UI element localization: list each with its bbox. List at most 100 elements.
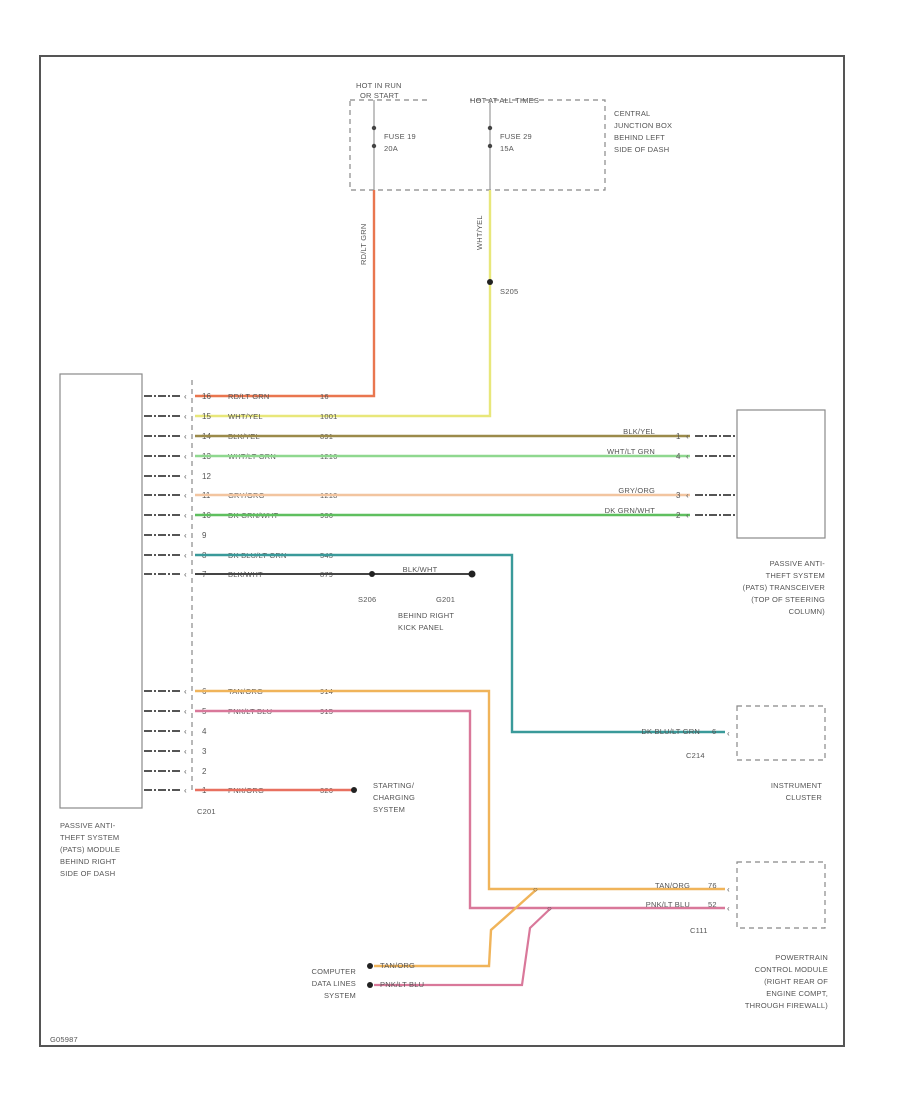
pin-wire-color: RD/LT GRN: [228, 392, 270, 401]
transceiver-wire-color: WHT/LT GRN: [607, 447, 655, 456]
splice-s205-label: S205: [500, 287, 518, 296]
pcm-connector-glyph-1: ‹: [727, 885, 730, 894]
transceiver-connector-glyph: ‹: [686, 452, 689, 461]
ground-g201-dot: [468, 570, 476, 578]
splice-s206-label: S206: [358, 595, 376, 604]
data-tan-wire-label: TAN/ORG: [380, 961, 415, 970]
pcm-connector-glyph-2: ‹: [727, 904, 730, 913]
starting-desc-2: CHARGING: [373, 793, 415, 802]
cluster-pin-label: 6: [712, 727, 716, 736]
pin-connector-glyph: ‹: [184, 412, 187, 421]
transceiver-pin-row: BLK/YEL 1 ‹: [623, 427, 735, 441]
pcm-desc-5: THROUGH FIREWALL): [745, 1001, 828, 1010]
data-line-pnk-dot: [367, 982, 373, 988]
pcm-pnk-pin-label: 52: [708, 900, 717, 909]
fuse-29-amp: 15A: [500, 144, 514, 153]
pin-connector-glyph: ‹: [184, 452, 187, 461]
pin-connector-glyph: ‹: [184, 767, 187, 776]
starting-desc-1: STARTING/: [373, 781, 415, 790]
pin-number: 9: [202, 531, 207, 540]
wire-dk-blu-lt-grn: [195, 553, 725, 734]
pcm-tan-pin-label: 76: [708, 881, 717, 890]
pin-connector-glyph: ‹: [184, 531, 187, 540]
cluster-connector-glyph: ‹: [727, 729, 730, 738]
cluster-connector-label: C214: [686, 751, 705, 760]
pin-connector-glyph: ‹: [184, 747, 187, 756]
pin-number: 16: [202, 392, 211, 401]
transceiver-wire-color: BLK/YEL: [623, 427, 655, 436]
transceiver-wire-color: GRY/ORG: [618, 486, 655, 495]
splice-s205-dot: [487, 279, 493, 285]
pcm-pnk-wire-label: PNK/LT BLU: [646, 900, 690, 909]
transceiver-desc-2: THEFT SYSTEM: [766, 571, 825, 580]
transceiver-connector-glyph: ‹: [686, 432, 689, 441]
transceiver-pin-row: GRY/ORG 3 ‹: [618, 486, 735, 500]
wire-pnk-lt-blu-data: [374, 907, 552, 987]
hot-in-run-label-2: OR START: [360, 91, 399, 100]
transceiver-pin-number: 1: [676, 432, 681, 441]
transceiver-pin-row: DK GRN/WHT 2 ‹: [605, 506, 735, 520]
pcm-tan-wire-label: TAN/ORG: [655, 881, 690, 890]
pin-number: 2: [202, 767, 207, 776]
data-lines-desc-2: DATA LINES: [312, 979, 356, 988]
pats-pin-row: ‹12: [144, 472, 211, 481]
pin-connector-glyph: ‹: [184, 551, 187, 560]
central-junction-box: HOT IN RUN OR START HOT AT ALL TIMES FUS…: [349, 81, 672, 191]
fuse-29-terminal-bottom: [487, 143, 493, 149]
junction-box-location-1: CENTRAL: [614, 109, 650, 118]
wire-wht-yel-feed: [195, 190, 492, 418]
pats-module-desc-3: (PATS) MODULE: [60, 845, 120, 854]
transceiver-connector-glyph: ‹: [686, 511, 689, 520]
pin-wire-color: WHT/YEL: [228, 412, 263, 421]
feed-wire-left-label: RD/LT GRN: [359, 223, 368, 265]
transceiver-desc-5: COLUMN): [789, 607, 826, 616]
junction-box-location-2: JUNCTION BOX: [614, 121, 672, 130]
pin-circuit-number: 16: [320, 392, 329, 401]
wire-rd-lt-grn-feed: [195, 190, 376, 398]
transceiver-pin-number: 3: [676, 491, 681, 500]
transceiver-desc-1: PASSIVE ANTI-: [770, 559, 826, 568]
pin-circuit-number: 1001: [320, 412, 338, 421]
pcm-splice-tan-glyph: ○: [533, 885, 538, 894]
pcm-desc-1: POWERTRAIN: [775, 953, 828, 962]
transceiver-desc-3: (PATS) TRANSCEIVER: [743, 583, 826, 592]
transceiver-connector-glyph: ‹: [686, 491, 689, 500]
diagram-frame: [39, 55, 845, 1047]
pin-connector-glyph: ‹: [184, 472, 187, 481]
splice-s206-dot: [369, 571, 375, 577]
pin-connector-glyph: ‹: [184, 687, 187, 696]
figure-id: G05987: [50, 1035, 78, 1044]
hot-in-run-label: HOT IN RUN: [356, 81, 402, 90]
fuse-19-amp: 20A: [384, 144, 398, 153]
pats-module-desc-4: BEHIND RIGHT: [60, 857, 116, 866]
starting-arrow-dot: [351, 787, 357, 793]
pats-module-box: [59, 373, 143, 809]
cluster-wire-label: DK BLU/LT GRN: [641, 727, 700, 736]
pin-connector-glyph: ‹: [184, 707, 187, 716]
junction-box-location-3: BEHIND LEFT: [614, 133, 665, 142]
pcm-connector-label: C111: [690, 926, 708, 935]
pcm-outline: [736, 861, 826, 929]
data-lines-desc-1: COMPUTER: [311, 967, 356, 976]
connector-c201-label: C201: [197, 807, 216, 816]
transceiver-box: [736, 409, 826, 539]
cluster-desc-1: INSTRUMENT: [771, 781, 822, 790]
pats-pin-row: ‹4: [144, 727, 207, 736]
pcm-desc-3: (RIGHT REAR OF: [764, 977, 828, 986]
fuse-29-label: FUSE 29: [500, 132, 532, 141]
wire-tan-org-pcm: [195, 689, 725, 891]
ground-location-2: KICK PANEL: [398, 623, 444, 632]
feed-wire-right-label: WHT/YEL: [475, 215, 484, 250]
pats-pin-row: ‹2: [144, 767, 207, 776]
transceiver-wire-color: DK GRN/WHT: [605, 506, 656, 515]
transceiver-desc-4: (TOP OF STEERING: [751, 595, 825, 604]
pin-connector-glyph: ‹: [184, 432, 187, 441]
wire-pnk-lt-blu-pcm: [195, 709, 725, 910]
pcm-desc-2: CONTROL MODULE: [755, 965, 828, 974]
pcm-splice-pnk-glyph: ○: [547, 904, 552, 913]
transceiver-pin-number: 2: [676, 511, 681, 520]
pin-number: 4: [202, 727, 207, 736]
